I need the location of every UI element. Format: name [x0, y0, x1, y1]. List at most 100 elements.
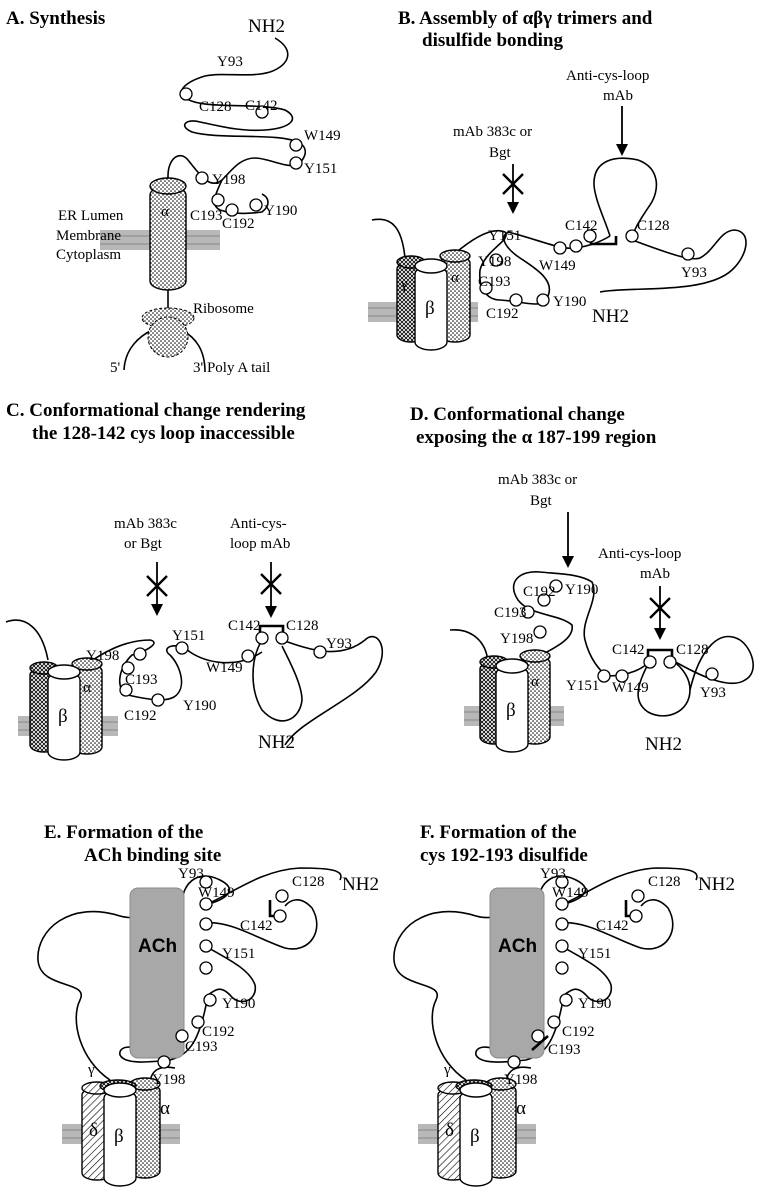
- b-y93: Y93: [681, 265, 707, 281]
- bead-c193: [211, 193, 225, 207]
- b-c192: C192: [486, 306, 519, 322]
- c-bead-c128: [275, 631, 289, 645]
- b-bead-y190: [536, 293, 550, 307]
- er-lumen-label: ER Lumen: [58, 208, 124, 224]
- panel-a-title: A. Synthesis: [6, 8, 105, 29]
- c-mab-2: or Bgt: [124, 536, 163, 552]
- c-c193: C193: [125, 672, 158, 688]
- c-nh2: NH2: [258, 732, 295, 753]
- d-bead-y190: [549, 579, 563, 593]
- d-anti-block-x: [649, 597, 671, 619]
- e-c192: C192: [202, 1024, 235, 1040]
- d-beta: β: [506, 700, 516, 721]
- e-y190: Y190: [222, 996, 255, 1012]
- b-bead-c128: [625, 229, 639, 243]
- b-bead-y151: [569, 239, 583, 253]
- e-ach: ACh: [138, 936, 177, 957]
- panel-c-title-2: the 128-142 cys loop inaccessible: [32, 423, 295, 444]
- b-c142: C142: [565, 218, 598, 234]
- b-bead-c142: [583, 229, 597, 243]
- f-y190: Y190: [578, 996, 611, 1012]
- c-y93: Y93: [326, 636, 352, 652]
- a-y190: Y190: [264, 203, 297, 219]
- e-beta: β: [114, 1126, 124, 1147]
- c-disulfide-bracket: [258, 624, 285, 634]
- panel-b: B. Assembly of αβγ trimers and disulfide…: [368, 8, 747, 351]
- b-anti-1: Anti-cys-loop: [566, 68, 649, 84]
- f-bead-c192: [547, 1015, 561, 1029]
- d-y190: Y190: [565, 582, 598, 598]
- a-w149: W149: [304, 128, 341, 144]
- f-c193: C193: [548, 1042, 581, 1058]
- e-c193: C193: [185, 1039, 218, 1055]
- b-w149: W149: [539, 258, 576, 274]
- e-bead-c128: [275, 889, 289, 903]
- e-bead-c192: [191, 1015, 205, 1029]
- c-c128: C128: [286, 618, 319, 634]
- f-y151: Y151: [578, 946, 611, 962]
- membrane-label: Membrane: [56, 228, 121, 244]
- d-bead-c142: [643, 655, 657, 669]
- c-bead-c192: [151, 693, 165, 707]
- b-y190: Y190: [553, 294, 586, 310]
- panel-e-title-1: E. Formation of the: [44, 822, 203, 843]
- c-c192: C192: [124, 708, 157, 724]
- e-bead-c142: [273, 909, 287, 923]
- c-w149: W149: [206, 660, 243, 676]
- bead-y198: [195, 171, 209, 185]
- f-ach: ACh: [498, 936, 537, 957]
- alpha-label: α: [161, 204, 169, 220]
- b-bead-y198: [489, 253, 503, 267]
- c-y198: Y198: [86, 648, 119, 664]
- panel-d-title-1: D. Conformational change: [410, 404, 625, 425]
- bead-y190: [249, 198, 263, 212]
- d-mab-1: mAb 383c or: [498, 472, 577, 488]
- d-anti-2: mAb: [640, 566, 670, 582]
- f-c142: C142: [596, 918, 629, 934]
- bead-c192: [225, 203, 239, 217]
- a-c192: C192: [222, 216, 255, 232]
- f-c192: C192: [562, 1024, 595, 1040]
- a-c193: C193: [190, 208, 223, 224]
- f-y93: Y93: [540, 866, 566, 882]
- c-anti-2: loop mAb: [230, 536, 290, 552]
- c-bead-y151: [175, 641, 189, 655]
- b-block-x: [502, 173, 524, 195]
- b-gamma: γ: [400, 276, 408, 292]
- e-bead-y198: [157, 1055, 171, 1069]
- c-bead-y93: [313, 645, 327, 659]
- a-c142: C142: [245, 98, 278, 114]
- f-bead-w149: [555, 897, 569, 911]
- d-c192: C192: [523, 584, 556, 600]
- d-c128: C128: [676, 642, 709, 658]
- f-bead-c193: [531, 1029, 545, 1043]
- five-prime-label: 5': [110, 360, 121, 376]
- polypeptide-chain: [167, 37, 307, 186]
- panel-e: E. Formation of the ACh binding site ACh…: [37, 822, 379, 1187]
- d-bead-y198: [533, 625, 547, 639]
- e-c128: C128: [292, 874, 325, 890]
- e-w149: W149: [198, 885, 235, 901]
- d-bead-w149: [615, 669, 629, 683]
- a-c128: C128: [199, 99, 232, 115]
- poly-a-label: 3' Poly A tail: [193, 360, 270, 376]
- panel-d: D. Conformational change exposing the α …: [410, 404, 754, 755]
- c-bead-w149: [241, 649, 255, 663]
- f-y198: Y198: [504, 1072, 537, 1088]
- alpha-helix-cylinder: [149, 185, 187, 291]
- f-disulfide-bracket-192-193: [531, 1035, 549, 1051]
- panel-f-title-1: F. Formation of the: [420, 822, 577, 843]
- f-gamma: γ: [443, 1062, 451, 1078]
- ribosome-label: Ribosome: [193, 301, 254, 317]
- d-nh2: NH2: [645, 734, 682, 755]
- bead-y93: [179, 87, 193, 101]
- a-y198: Y198: [212, 172, 245, 188]
- f-c128: C128: [648, 874, 681, 890]
- b-bead-c193: [479, 281, 493, 295]
- d-y93: Y93: [700, 685, 726, 701]
- b-anti-2: mAb: [603, 88, 633, 104]
- panel-c: C. Conformational change rendering the 1…: [5, 400, 384, 761]
- e-bead-y93: [199, 875, 213, 889]
- c-anti-block-x: [260, 573, 282, 595]
